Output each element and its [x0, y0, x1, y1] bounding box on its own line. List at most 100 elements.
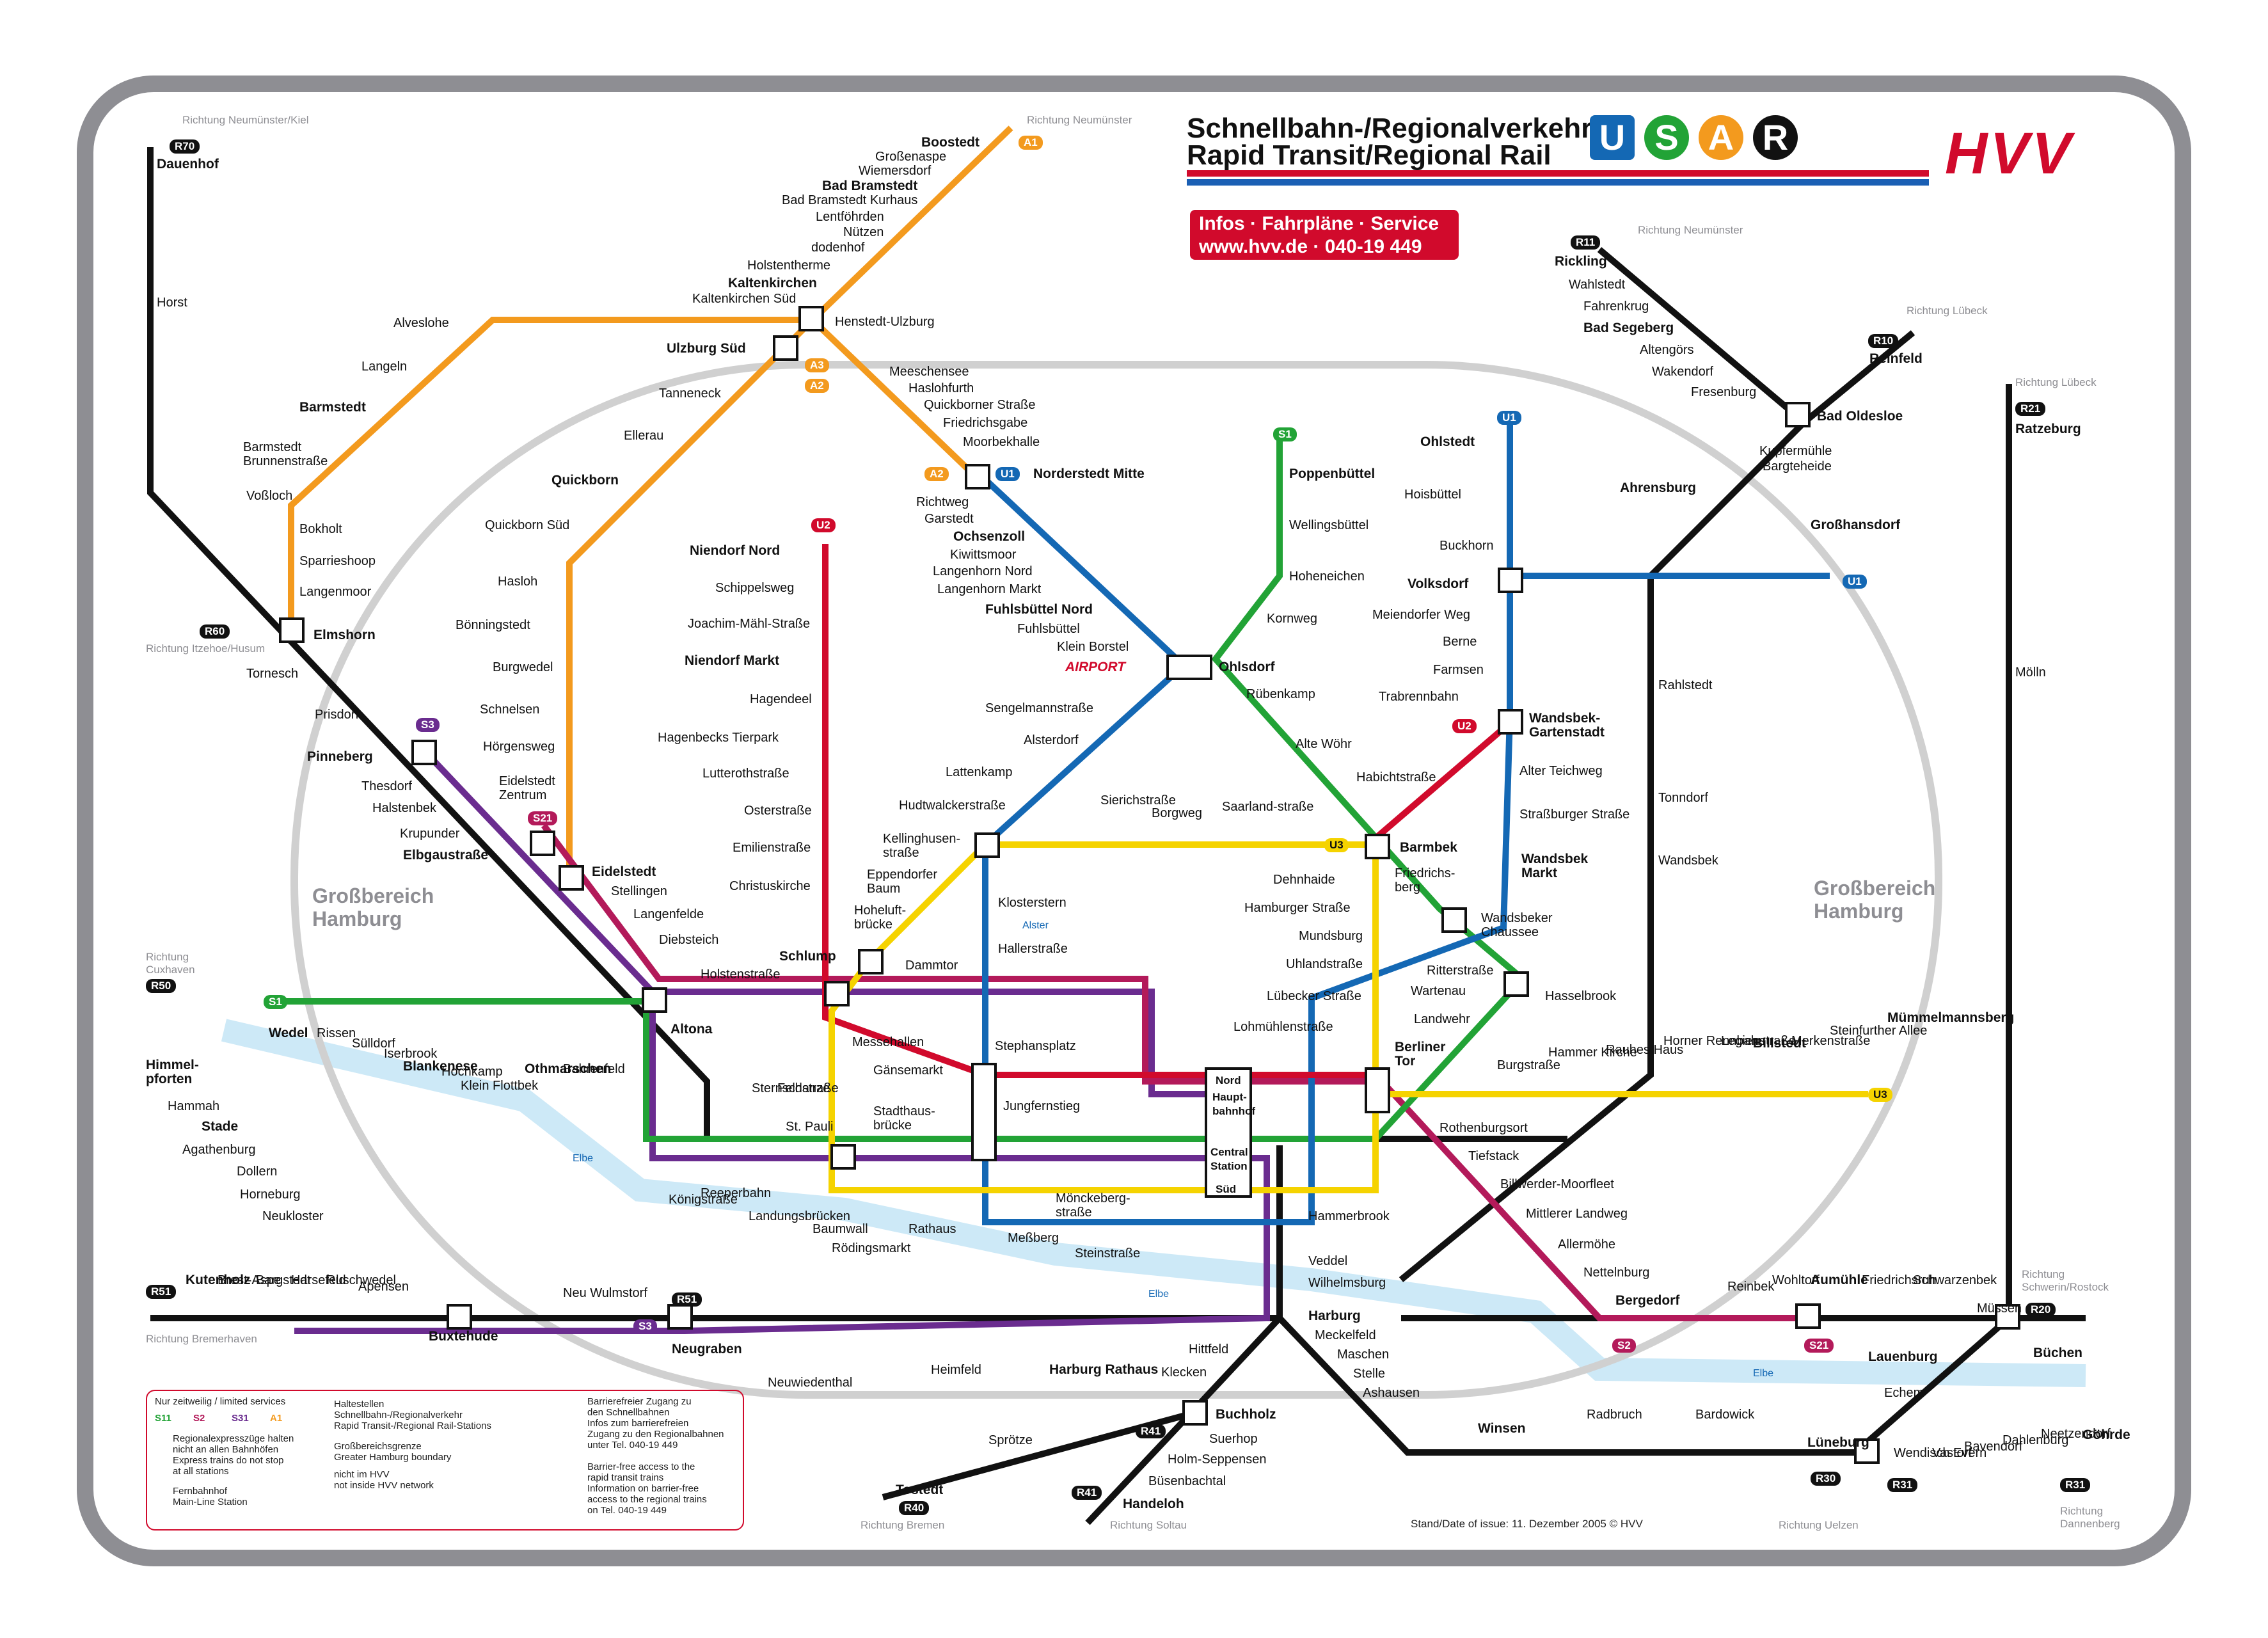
station-echem[interactable]: Echem — [1884, 1386, 1924, 1400]
station-reeperbahn[interactable]: Reeperbahn — [701, 1186, 772, 1200]
station-trabrennbahn[interactable]: Trabrennbahn — [1379, 690, 1459, 704]
station-wilhelmsburg[interactable]: Wilhelmsburg — [1308, 1276, 1386, 1290]
station-harsefeld[interactable]: Harsefeld — [291, 1273, 346, 1287]
station-bavendorf[interactable]: Bavendorf — [1964, 1440, 2023, 1454]
station-langenfelde[interactable]: Langenfelde — [633, 907, 704, 921]
station-baumwall[interactable]: Baumwall — [813, 1222, 868, 1236]
station-landwehr[interactable]: Landwehr — [1414, 1012, 1470, 1026]
station-lutterothstrasse[interactable]: Lutterothstraße — [702, 767, 789, 781]
station-reinbek[interactable]: Reinbek — [1727, 1280, 1775, 1294]
station-dahlenburg[interactable]: Dahlenburg — [2002, 1433, 2069, 1447]
station-borgweg[interactable]: Borgweg — [1152, 806, 1202, 820]
station-ritterstrasse[interactable]: Ritterstraße — [1427, 964, 1494, 978]
station-fresenburg[interactable]: Fresenburg — [1691, 385, 1757, 399]
station-nettelnburg[interactable]: Nettelnburg — [1583, 1266, 1650, 1280]
station-saarlandstrasse[interactable]: Saarland-straße — [1222, 800, 1314, 814]
station-badbramstedt[interactable]: Bad Bramstedt — [822, 179, 918, 193]
station-hammah[interactable]: Hammah — [168, 1099, 220, 1113]
station-langenmoor[interactable]: Langenmoor — [299, 585, 372, 599]
station-tonndorf[interactable]: Tonndorf — [1658, 791, 1708, 805]
station-dammtor[interactable]: Dammtor — [905, 958, 958, 973]
station-neukloster[interactable]: Neukloster — [262, 1209, 324, 1223]
station-farmsen[interactable]: Farmsen — [1433, 663, 1484, 677]
station-radbruch[interactable]: Radbruch — [1587, 1408, 1642, 1422]
station-billwerder[interactable]: Billwerder-Moorfleet — [1500, 1177, 1614, 1191]
station-stpauli[interactable]: St. Pauli — [786, 1120, 834, 1134]
station-wohltorf[interactable]: Wohltorf — [1772, 1273, 1820, 1287]
station-mittlererlandweg[interactable]: Mittlerer Landweg — [1526, 1207, 1628, 1221]
station-bergedorf[interactable]: Bergedorf — [1615, 1293, 1680, 1308]
station-stellingen[interactable]: Stellingen — [611, 884, 667, 898]
station-bresteaspe[interactable]: Brest-Aspe — [218, 1273, 281, 1287]
station-dauenhof[interactable]: Dauenhof — [157, 157, 219, 171]
station-tiefstack[interactable]: Tiefstack — [1468, 1149, 1519, 1163]
station-kiwittsmoor[interactable]: Kiwittsmoor — [950, 548, 1017, 562]
station-wedel[interactable]: Wedel — [269, 1026, 308, 1040]
station-fuhlsbuettelnord[interactable]: Fuhlsbüttel Nord — [985, 602, 1093, 617]
station-sproetze[interactable]: Sprötze — [988, 1433, 1033, 1447]
station-moelln[interactable]: Mölln — [2015, 665, 2046, 680]
station-henstedtulzburg[interactable]: Henstedt-Ulzburg — [835, 315, 935, 329]
station-muessen[interactable]: Müssen — [1977, 1301, 2022, 1316]
station-stade[interactable]: Stade — [202, 1119, 239, 1134]
station-ruebenkamp[interactable]: Rübenkamp — [1246, 687, 1315, 701]
station-bargstedt[interactable]: Bargstedt — [256, 1273, 311, 1287]
station-harburgrathaus[interactable]: Harburg Rathaus — [1049, 1362, 1159, 1377]
station-christuskirche[interactable]: Christuskirche — [729, 879, 811, 893]
station-hoisbuettel[interactable]: Hoisbüttel — [1404, 488, 1461, 502]
station-iserbrook[interactable]: Iserbrook — [384, 1047, 438, 1061]
station-hoergensweg[interactable]: Hörgensweg — [483, 740, 555, 754]
station-goehrde[interactable]: Göhrde — [2082, 1427, 2130, 1442]
station-buechen[interactable]: Büchen — [2033, 1346, 2083, 1360]
station-hornerrennbahn[interactable]: Horner Rennbahn — [1663, 1034, 1765, 1048]
station-wiemersdorf[interactable]: Wiemersdorf — [859, 164, 932, 178]
station-billstedt[interactable]: Billstedt — [1753, 1036, 1806, 1051]
station-klosterstern[interactable]: Klosterstern — [998, 896, 1067, 910]
station-meeschensee[interactable]: Meeschensee — [889, 365, 969, 379]
station-ochsenzoll[interactable]: Ochsenzoll — [953, 529, 1026, 544]
station-hammerkirche[interactable]: Hammer Kirche — [1548, 1046, 1637, 1060]
station-hoheluftbruecke[interactable]: Hoheluft-brücke — [854, 903, 907, 932]
station-grosshansdorf[interactable]: Großhansdorf — [1811, 518, 1900, 532]
station-hammerbrook[interactable]: Hammerbrook — [1308, 1209, 1390, 1223]
station-schippelsweg[interactable]: Schippelsweg — [715, 581, 795, 595]
station-steinfurtherallee[interactable]: Steinfurther Allee — [1830, 1024, 1928, 1038]
station-pinneberg[interactable]: Pinneberg — [307, 749, 373, 764]
station-bardowick[interactable]: Bardowick — [1695, 1408, 1755, 1422]
station-langenhornmarkt[interactable]: Langenhorn Markt — [937, 582, 1042, 596]
station-hagenbeck[interactable]: Hagenbecks Tierpark — [658, 731, 779, 745]
hauptbahnhof-nord[interactable]: Nord — [1216, 1074, 1241, 1086]
station-quickbornsued[interactable]: Quickborn Süd — [485, 518, 570, 532]
station-veddel[interactable]: Veddel — [1308, 1254, 1348, 1268]
station-ahrensburg[interactable]: Ahrensburg — [1620, 481, 1697, 495]
station-elmshorn[interactable]: Elmshorn — [313, 628, 376, 642]
station-richtweg[interactable]: Richtweg — [916, 495, 969, 509]
station-emilienstrasse[interactable]: Emilienstraße — [733, 841, 811, 855]
station-friedrichsgabe[interactable]: Friedrichsgabe — [943, 416, 1028, 430]
station-kaltenkirchensued[interactable]: Kaltenkirchen Süd — [692, 292, 797, 306]
station-fahrenkrug[interactable]: Fahrenkrug — [1583, 299, 1649, 314]
station-landungsbruecken[interactable]: Landungsbrücken — [749, 1209, 851, 1223]
station-kleinborstel[interactable]: Klein Borstel — [1057, 640, 1129, 654]
station-klecken[interactable]: Klecken — [1161, 1365, 1207, 1380]
station-diebsteich[interactable]: Diebsteich — [659, 933, 719, 947]
station-kleinflottbek[interactable]: Klein Flottbek — [461, 1079, 539, 1093]
station-altewoehr[interactable]: Alte Wöhr — [1296, 737, 1352, 751]
station-fuhlsbuettel[interactable]: Fuhlsbüttel — [1017, 622, 1080, 636]
station-stelle[interactable]: Stelle — [1353, 1367, 1386, 1381]
station-hasloh[interactable]: Hasloh — [498, 575, 538, 589]
station-ruschwedel[interactable]: Ruschwedel — [326, 1273, 396, 1287]
station-messberg[interactable]: Meßberg — [1008, 1231, 1059, 1245]
station-halstenbek[interactable]: Halstenbek — [372, 801, 437, 815]
station-legienstrasse[interactable]: Legienstraße — [1721, 1034, 1796, 1048]
station-barmstedt[interactable]: Barmstedt — [299, 400, 366, 415]
station-wandsbek[interactable]: Wandsbek — [1658, 854, 1718, 868]
station-feldstrasse[interactable]: Feldstraße — [777, 1081, 839, 1095]
station-uhlandstrasse[interactable]: Uhlandstraße — [1286, 957, 1363, 971]
station-blankenese[interactable]: Blankenese — [403, 1059, 478, 1074]
station-schnelsen[interactable]: Schnelsen — [480, 703, 540, 717]
station-roedingsmarkt[interactable]: Rödingsmarkt — [832, 1241, 911, 1255]
station-boenningstedt[interactable]: Bönningstedt — [456, 618, 530, 632]
